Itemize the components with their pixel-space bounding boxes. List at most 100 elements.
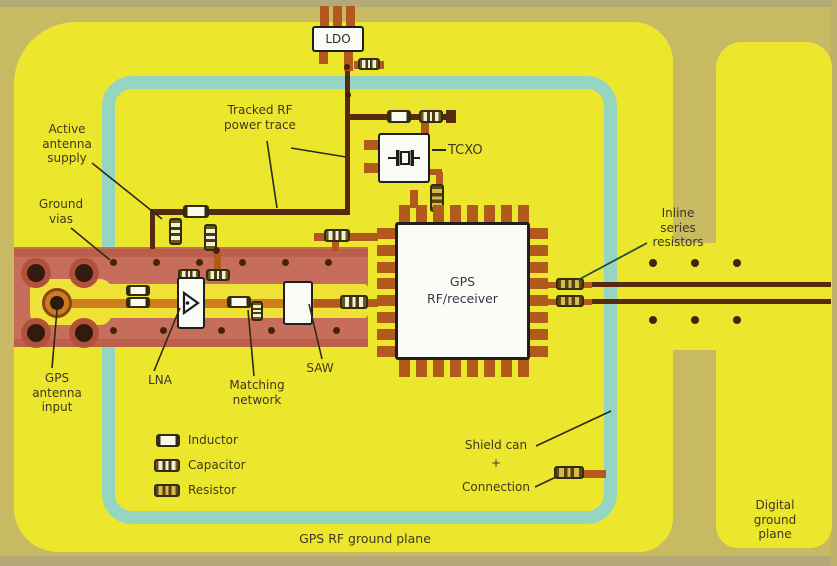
chip-pad	[377, 312, 396, 323]
chip-feed-copper	[410, 190, 418, 208]
via	[733, 316, 741, 324]
chip-pad	[467, 205, 478, 223]
chip-pad	[377, 295, 396, 306]
crystal-icon	[388, 150, 420, 166]
chip-pad	[450, 359, 461, 377]
tcxo-box	[378, 133, 430, 183]
chip-pad	[501, 205, 512, 223]
label-active-antenna-supply: Active antenna supply	[42, 122, 92, 166]
right-edge-band	[831, 0, 837, 566]
label-tcxo: TCXO	[448, 143, 483, 158]
gps-chip-label: GPS RF/receiver	[427, 274, 498, 306]
shield-connection-copper	[582, 470, 606, 478]
chip-pad	[518, 359, 529, 377]
via	[691, 259, 699, 267]
amplifier-icon	[182, 290, 200, 316]
chip-pad	[529, 228, 548, 239]
ground-via	[282, 259, 289, 266]
chip-pad	[467, 359, 478, 377]
ldo-pad	[346, 6, 355, 28]
legend-label-resistor: Resistor	[188, 483, 236, 497]
label-matching-network: Matching network	[229, 378, 285, 407]
tcxo-trace-endcap	[446, 110, 456, 123]
capacitor	[324, 229, 350, 242]
connector-hole-drill	[27, 324, 45, 342]
inline-series-resistor	[556, 278, 584, 290]
via	[649, 259, 657, 267]
resistor-icon	[154, 484, 180, 497]
ground-via	[110, 259, 117, 266]
inductor	[126, 285, 150, 296]
inductor-icon	[156, 434, 180, 447]
chip-pad	[529, 295, 548, 306]
shield-connection-resistor	[554, 466, 584, 479]
rf-strip-shade-bottom	[14, 339, 368, 347]
via	[733, 259, 741, 267]
chip-pad	[450, 205, 461, 223]
ground-via	[325, 259, 332, 266]
inline-series-resistor	[556, 295, 584, 307]
tcxo-out-copper	[436, 172, 443, 188]
chip-pad	[416, 359, 427, 377]
inline-resistor-pad	[546, 299, 558, 305]
legend-label-capacitor: Capacitor	[188, 458, 246, 472]
tcxo-feed-copper	[421, 119, 429, 135]
saw-box	[283, 281, 313, 325]
tcxo-out-copper	[426, 169, 442, 175]
connector-hole-drill	[27, 264, 45, 282]
ldo-power-trace	[345, 70, 350, 214]
tcxo-pad	[364, 140, 378, 150]
chip-pad	[529, 278, 548, 289]
connector-hole-drill	[75, 264, 93, 282]
rf-power-trace-horizontal	[150, 209, 350, 215]
ldo-pad	[320, 6, 329, 28]
legend-label-inductor: Inductor	[188, 433, 238, 447]
capacitor	[358, 58, 380, 70]
chip-coupling-copper	[332, 241, 339, 251]
ground-via	[153, 259, 160, 266]
ground-via	[218, 327, 225, 334]
label-shield-plus: +	[490, 456, 502, 470]
chip-pad	[377, 278, 396, 289]
chip-pad	[399, 205, 410, 223]
chip-pad	[529, 245, 548, 256]
chip-pad	[501, 359, 512, 377]
label-gps-antenna-input: GPS antenna input	[32, 371, 82, 415]
capacitor	[169, 218, 182, 245]
capacitor-icon	[154, 459, 180, 472]
inline-resistor-pad	[584, 282, 592, 288]
chip-pad	[529, 312, 548, 323]
chip-pad	[399, 359, 410, 377]
label-inline-series-resistors: Inline series resistors	[652, 206, 704, 250]
capacitor	[419, 110, 443, 123]
rf-strip-shade-top	[14, 249, 368, 257]
ground-via	[268, 327, 275, 334]
inductor	[183, 205, 209, 218]
lna-box	[177, 277, 205, 329]
chip-pad	[518, 205, 529, 223]
digital-signal-trace	[590, 282, 831, 287]
inductor	[126, 297, 150, 308]
inline-resistor-pad	[584, 299, 592, 305]
inductor	[387, 110, 411, 123]
ground-via	[110, 327, 117, 334]
digital-signal-trace	[590, 299, 831, 304]
supply-stub-copper	[214, 254, 221, 270]
connector-hole-drill	[75, 324, 93, 342]
ground-via	[239, 259, 246, 266]
chip-pad	[377, 329, 396, 340]
via	[213, 247, 220, 254]
label-digital-ground-plane: Digital ground plane	[753, 498, 797, 542]
chip-pad	[377, 262, 396, 273]
label-connection: Connection	[462, 480, 530, 494]
ground-via	[333, 327, 340, 334]
antenna-center-pin-drill	[50, 296, 64, 310]
via	[691, 316, 699, 324]
inline-resistor-pad	[546, 282, 558, 288]
label-lna: LNA	[148, 373, 172, 387]
label-tracked-rf-power-trace: Tracked RF power trace	[224, 103, 296, 132]
chip-pad	[377, 245, 396, 256]
capacitor	[340, 295, 368, 309]
ldo-pad	[344, 50, 353, 71]
